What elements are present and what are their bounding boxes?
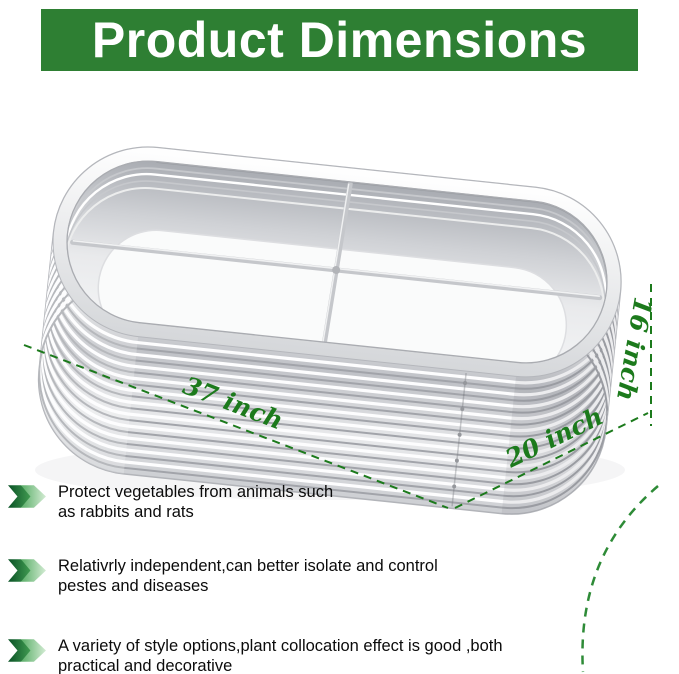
double-arrow-icon xyxy=(8,639,46,662)
feature-text: Relativrly independent,can better isolat… xyxy=(58,557,438,595)
width-dimension-line xyxy=(454,412,649,509)
feature-item-3: A variety of style options,plant colloca… xyxy=(8,636,503,674)
feature-item-2: Relativrly independent,can better isolat… xyxy=(8,556,438,596)
length-dimension-line xyxy=(23,344,449,509)
double-arrow-icon xyxy=(8,485,46,508)
feature-text: A variety of style options,plant colloca… xyxy=(58,637,503,674)
garden-bed xyxy=(29,142,631,519)
banner-title: Product Dimensions xyxy=(91,12,588,68)
feature-item-1: Protect vegetables from animals such as … xyxy=(8,482,333,522)
decorative-dashed-curve xyxy=(581,485,659,673)
support-rods xyxy=(70,181,603,362)
feature-text: Protect vegetables from animals such as … xyxy=(58,483,334,521)
double-arrow-icon xyxy=(8,559,46,582)
product-banner: Product Dimensions xyxy=(41,9,638,71)
bed-inner-rim-edge xyxy=(66,160,608,364)
